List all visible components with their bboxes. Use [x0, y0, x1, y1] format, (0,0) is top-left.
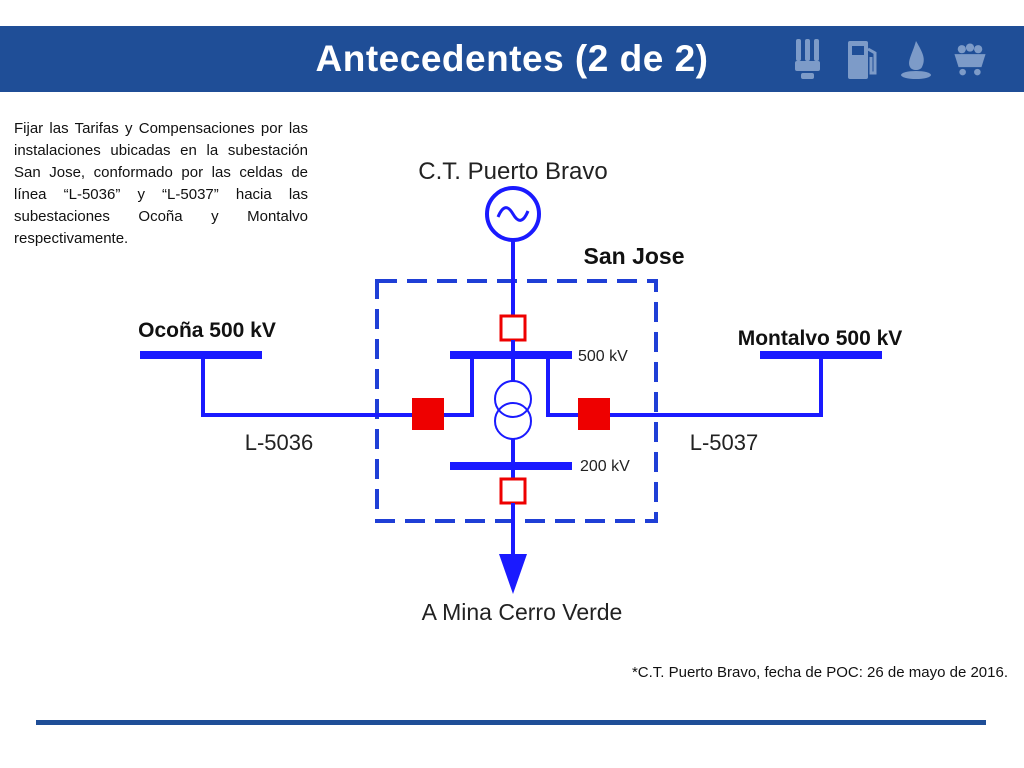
- san-jose-substation-box: [375, 279, 658, 523]
- breaker-l5037: [578, 398, 610, 430]
- load-label: A Mina Cerro Verde: [422, 599, 623, 625]
- breaker-l5036: [412, 398, 444, 430]
- montalvo-bus-label: Montalvo 500 kV: [738, 327, 903, 350]
- fuel-pump-icon: [848, 41, 877, 79]
- mining-cart-icon: [954, 43, 986, 76]
- load-arrow-icon: [499, 554, 527, 594]
- bus-500kv-label: 500 kV: [578, 348, 628, 365]
- substation-label: San Jose: [584, 243, 685, 269]
- load-breaker: [499, 477, 527, 505]
- l5036-label: L-5036: [245, 430, 314, 455]
- transformer-winding-upper: [494, 380, 532, 418]
- generator-breaker: [499, 314, 527, 342]
- footer-rule: [36, 720, 986, 725]
- lightbulb-icon: [795, 39, 820, 79]
- gas-flame-icon: [901, 41, 931, 79]
- plant-label: C.T. Puerto Bravo: [418, 158, 607, 185]
- description-paragraph: Fijar las Tarifas y Compensaciones por l…: [14, 120, 308, 247]
- sine-wave-icon: [496, 206, 530, 222]
- l5037-label: L-5037: [690, 430, 759, 455]
- transformer-winding-lower: [494, 402, 532, 440]
- bus-200kv-label: 200 kV: [580, 458, 630, 475]
- footnote: *C.T. Puerto Bravo, fecha de POC: 26 de …: [631, 664, 1008, 681]
- header-icon-group: [790, 34, 988, 84]
- page-title: Antecedentes (2 de 2): [315, 38, 709, 79]
- single-line-diagram: C.T. Puerto Bravo San Jose Ocoña 500 kV …: [138, 158, 903, 625]
- ocona-bus-label: Ocoña 500 kV: [138, 319, 276, 342]
